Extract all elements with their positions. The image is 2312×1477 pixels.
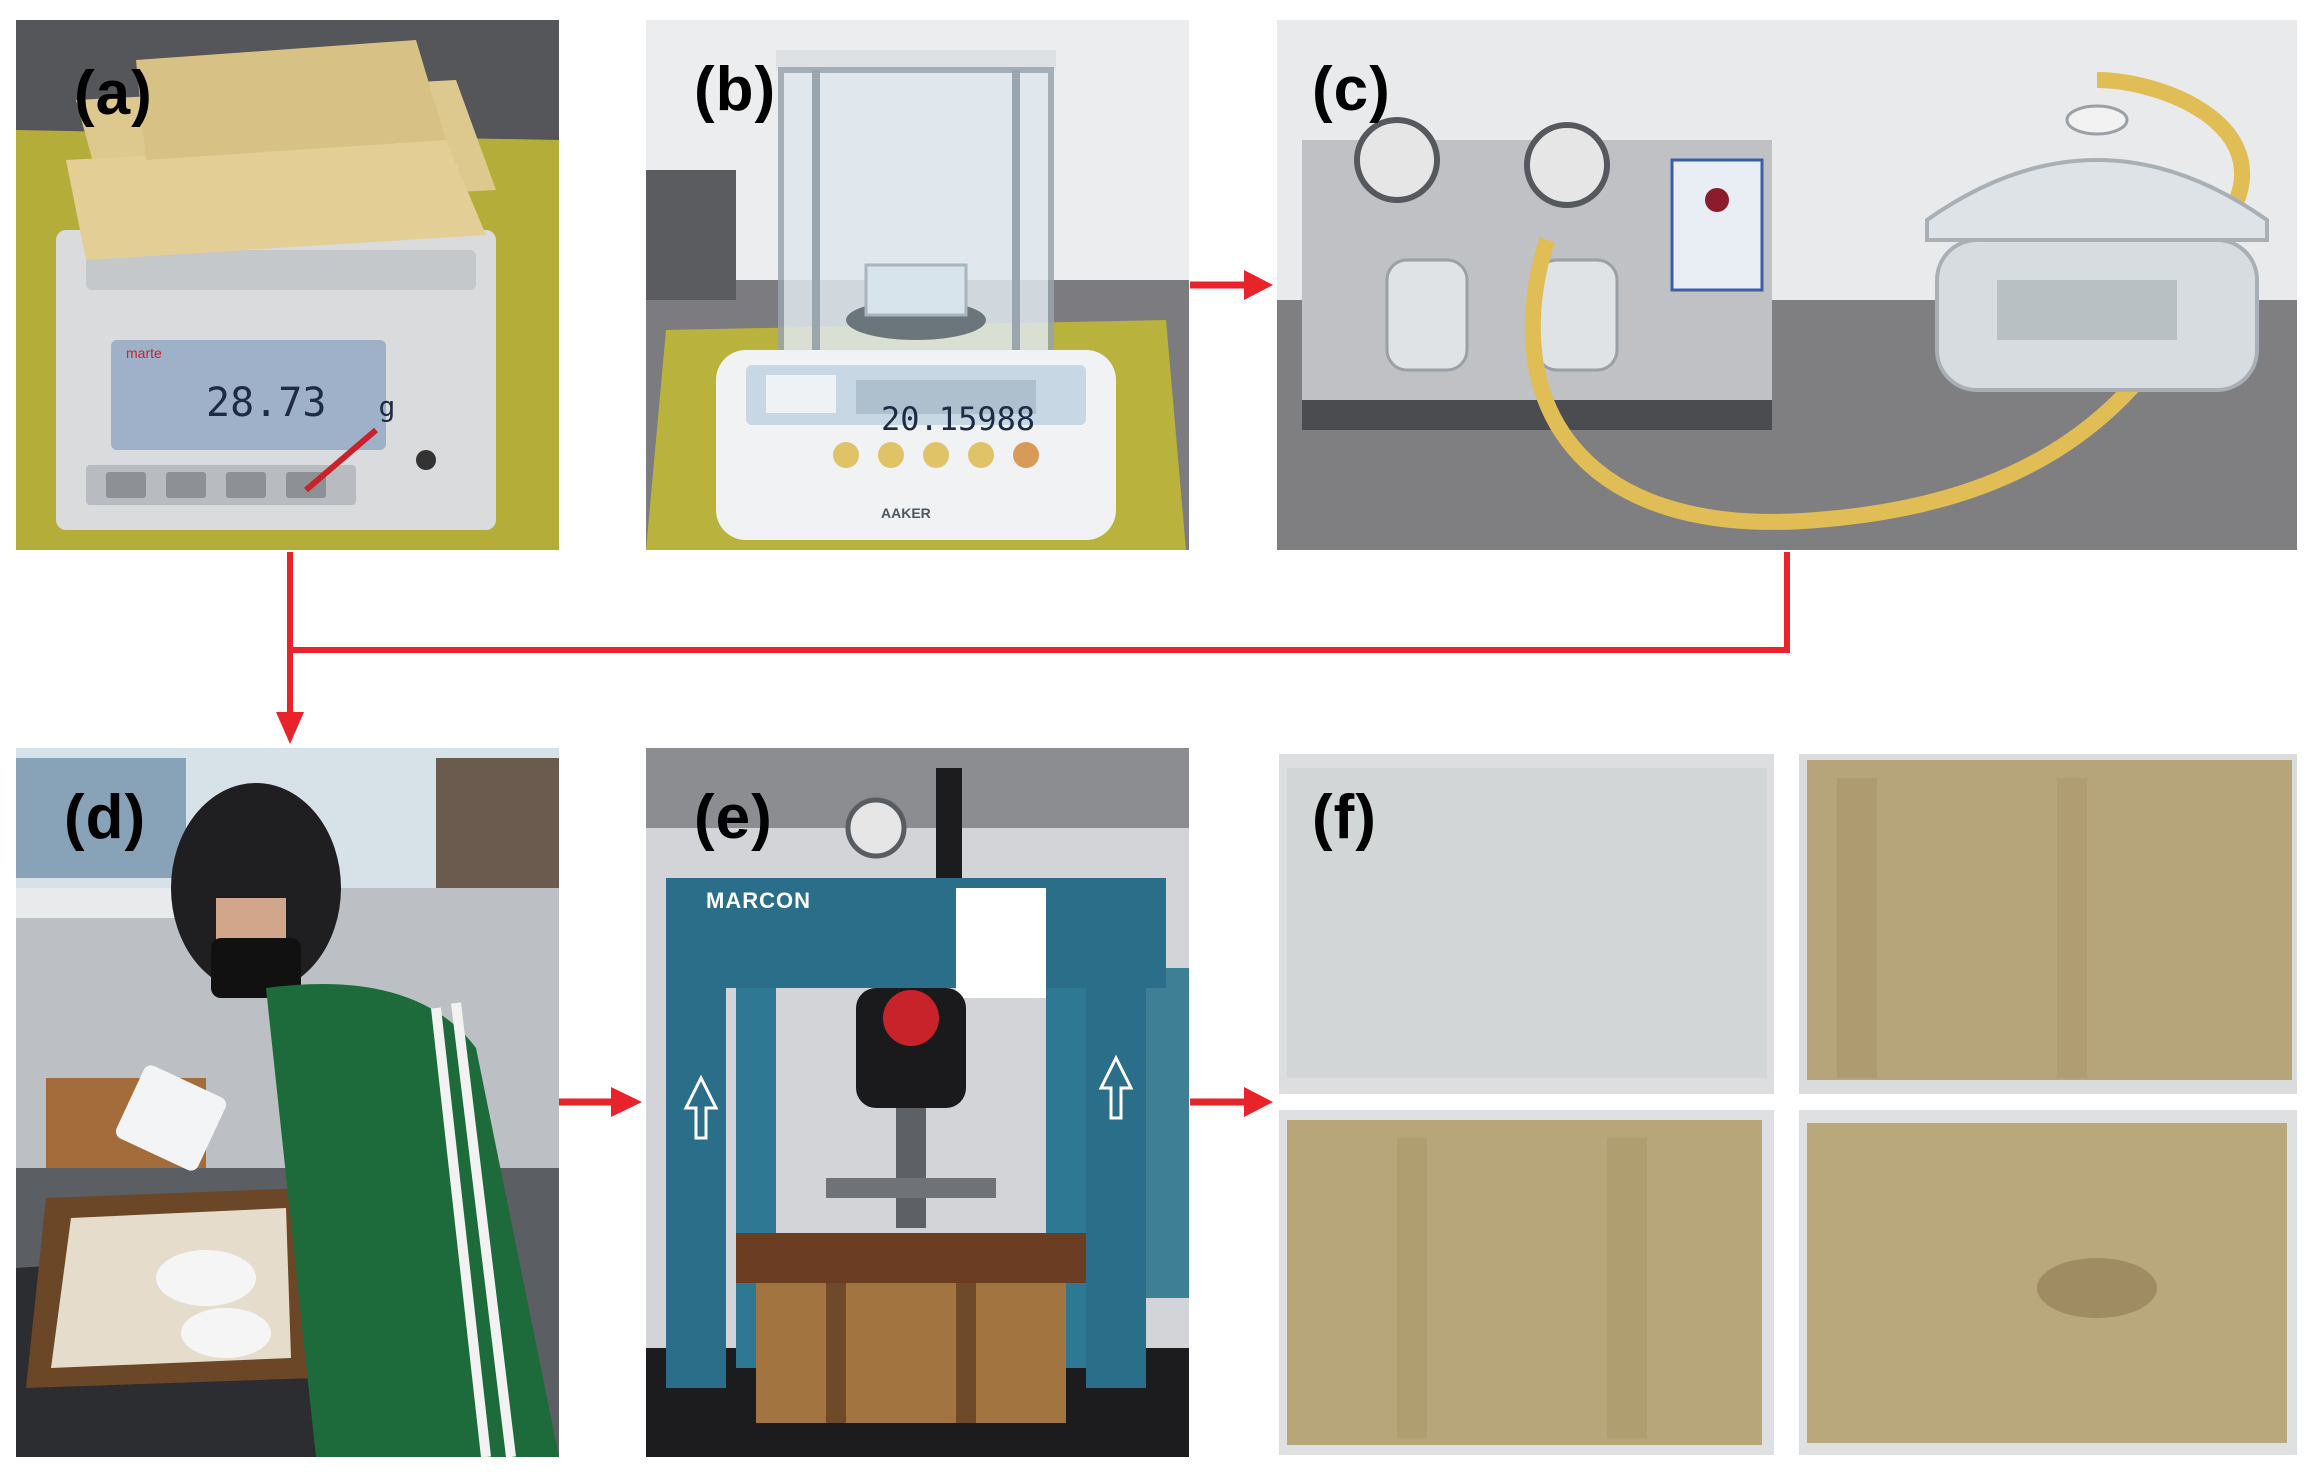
scale-unit: g [378, 390, 396, 423]
balance-brand: AAKER [881, 505, 931, 521]
scale-reading: 28.73 [206, 380, 327, 426]
arrow-d-to-e [559, 1087, 642, 1117]
plates-photo-illustration [1277, 748, 2297, 1457]
panel-d-layup-photo: (d) [16, 748, 559, 1457]
panel-c-vacuum-photo: (c) [1277, 20, 2297, 550]
balance-photo-illustration [646, 20, 1189, 550]
arrow-c-to-d-connector [290, 552, 1790, 653]
arrow-e-to-f [1190, 1087, 1273, 1117]
arrow-a-to-d [276, 552, 304, 744]
balance-display: 20.15988 [881, 400, 1036, 438]
panel-d-label: (d) [64, 783, 147, 852]
press-photo-illustration [646, 748, 1189, 1457]
panel-c-label: (c) [1312, 55, 1391, 124]
vacuum-photo-illustration [1277, 20, 2297, 550]
panel-a-scale-photo: 28.73 g marte (a) [16, 20, 559, 550]
scale-display: 28.73 g [206, 380, 395, 426]
press-brand: MARCON [706, 888, 811, 913]
panel-e-press-photo: MARCON (e) [646, 748, 1189, 1457]
scale-photo-illustration [16, 20, 559, 550]
panel-f-label: (f) [1312, 783, 1377, 852]
panel-a-label: (a) [74, 59, 153, 128]
panel-f-plates-photo: (f) [1277, 748, 2297, 1457]
scale-brand: marte [126, 345, 162, 361]
panel-e-label: (e) [694, 783, 773, 852]
arrow-b-to-c [1190, 270, 1273, 300]
panel-b-label: (b) [694, 55, 777, 124]
layup-photo-illustration [16, 748, 559, 1457]
panel-b-balance-photo: 20.15988 AAKER (b) [646, 20, 1189, 550]
